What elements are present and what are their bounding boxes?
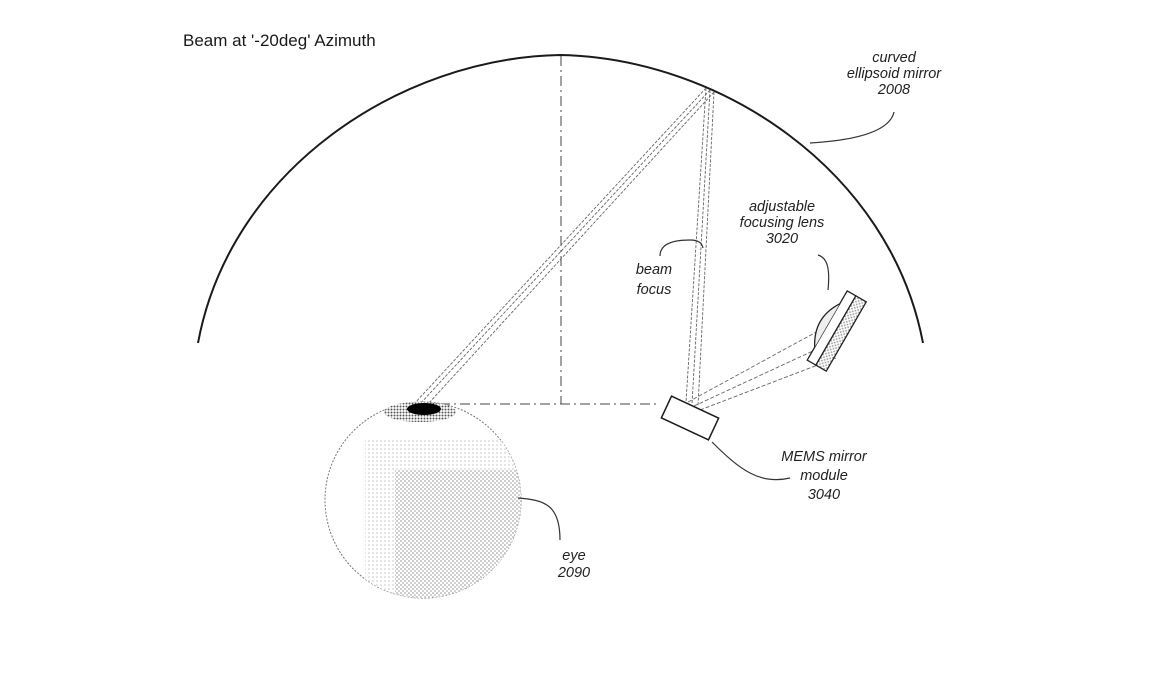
beam-to-eye xyxy=(413,87,715,405)
diagram-title: Beam at '-20deg' Azimuth xyxy=(183,31,376,50)
lens-label: adjustable focusing lens 3020 xyxy=(726,199,838,247)
mems-label: MEMS mirror module 3040 xyxy=(768,448,880,505)
mirror-leader-line xyxy=(809,111,895,144)
mems-leader-line xyxy=(711,441,791,481)
beam-focus-label-line1: beam xyxy=(635,262,673,278)
beam-to-mems xyxy=(685,87,715,407)
eye-label-ref: 2090 xyxy=(557,565,591,581)
beam-lens-to-mems xyxy=(687,329,837,411)
lens-leader-line xyxy=(817,254,830,291)
eye-label: eye 2090 xyxy=(548,548,600,582)
pupil xyxy=(407,403,441,415)
eye-leader-line xyxy=(517,497,561,541)
lens-label-line2: focusing lens xyxy=(739,215,825,231)
mems-label-ref: 3040 xyxy=(807,487,841,503)
lens-label-ref: 3020 xyxy=(765,231,799,247)
mems-label-line1: MEMS mirror xyxy=(781,449,867,465)
eye-globe xyxy=(324,401,522,599)
beam-focus-leader xyxy=(659,239,704,257)
mirror-label-line2: ellipsoid mirror xyxy=(846,66,942,82)
mirror-label-ref: 2008 xyxy=(877,82,911,98)
ellipsoid-mirror-arc xyxy=(197,53,924,344)
lens-label-line1: adjustable xyxy=(748,199,816,215)
mems-mirror-module xyxy=(660,395,720,441)
beam-focus-label: beam focus xyxy=(626,260,682,300)
focusing-lens xyxy=(806,289,868,373)
mirror-label-line1: curved xyxy=(872,50,916,66)
eye-label-line1: eye xyxy=(562,548,586,564)
beam-focus-label-line2: focus xyxy=(636,282,672,298)
mems-label-line2: module xyxy=(800,468,848,484)
mirror-label: curved ellipsoid mirror 2008 xyxy=(836,50,952,98)
